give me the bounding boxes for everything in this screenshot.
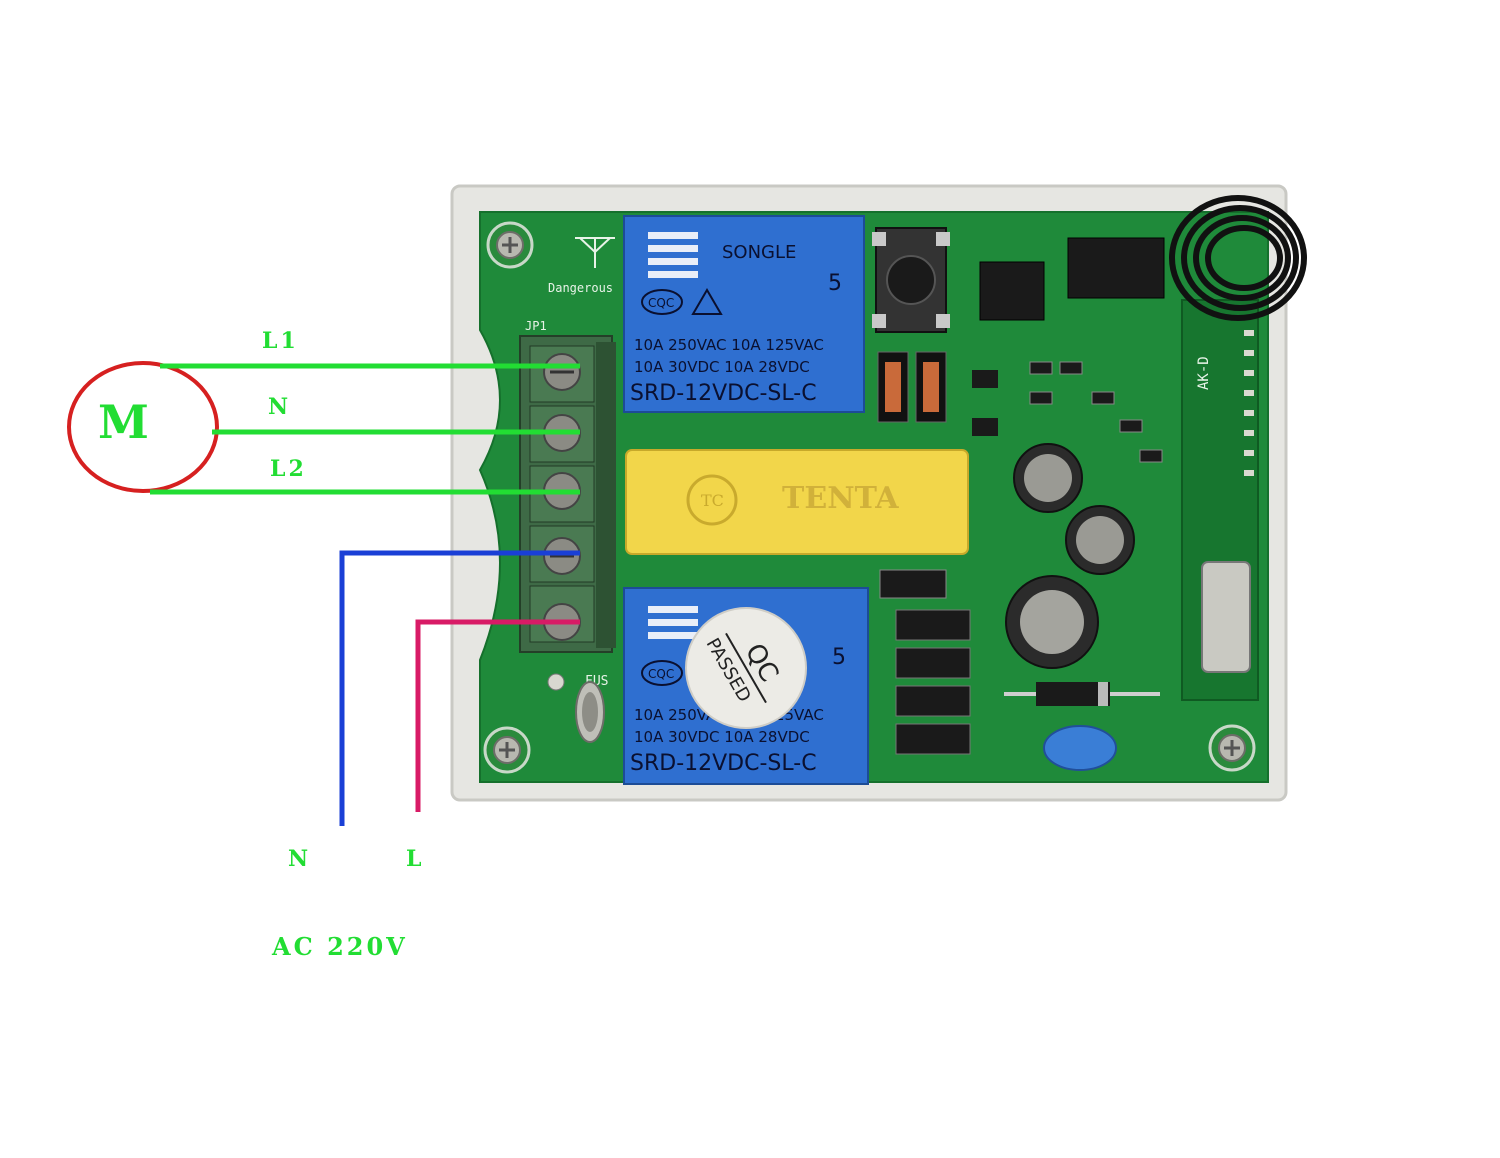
antenna-silk-text: Dangerous [548, 281, 613, 295]
motor-circle [67, 361, 219, 493]
relay-top: SONGLE CQC 5 10A 250VAC 10A 125VAC 10A 3… [623, 215, 865, 413]
relay-top-model: SRD-12VDC-SL-C [630, 381, 817, 406]
supply-voltage-label: AC 220V [271, 932, 408, 961]
push-button [872, 227, 950, 333]
relay-bottom-rating-2: 10A 30VDC 10A 28VDC [634, 728, 810, 746]
capacitor-logo: TC [701, 491, 724, 510]
antenna-coil [1169, 195, 1307, 321]
antenna-symbol [575, 237, 615, 268]
ic-chip-decoder [1067, 237, 1165, 299]
wire-l2-label: L2 [270, 456, 307, 482]
supply-neutral-label: N [288, 846, 311, 872]
rf-module-label: AK-D [1196, 356, 1212, 390]
relay-top-rating-2: 10A 30VDC 10A 28VDC [634, 358, 810, 376]
capacitor-brand: TENTA [782, 481, 899, 516]
motor-label: M [98, 395, 149, 449]
smd-inductor [879, 569, 947, 599]
relay-bottom-number: 5 [832, 645, 846, 670]
wire-neutral-supply [339, 550, 580, 826]
diodes [877, 351, 947, 423]
terminal-block-side [596, 342, 616, 648]
mounting-screw-br [1208, 724, 1256, 772]
relay-top-cert: CQC [648, 296, 674, 310]
relay-bottom-model: SRD-12VDC-SL-C [630, 751, 817, 776]
supply-line-label: L [406, 846, 424, 872]
relay-top-number: 5 [828, 271, 842, 296]
relay-top-brand: SONGLE [722, 242, 796, 263]
electrolytic-capacitors [1005, 443, 1135, 669]
transistors [972, 370, 998, 436]
songle-logo [648, 232, 698, 278]
wire-l1-label: L1 [262, 328, 299, 354]
rf-module: AK-D [1181, 299, 1259, 701]
ceramic-capacitor [1043, 725, 1117, 771]
relay-top-rating-1: 10A 250VAC 10A 125VAC [634, 336, 824, 354]
relay-bottom-cert: CQC [648, 667, 674, 681]
ic-chip-small [979, 261, 1045, 321]
wire-line-supply [415, 619, 580, 812]
terminal-screw-1 [529, 345, 595, 403]
fuse [547, 673, 605, 743]
terminal-screw-5 [529, 585, 595, 643]
mounting-screw-bl [483, 726, 531, 774]
relay-top-triangle [691, 288, 723, 315]
x2-capacitor: TC TENTA [625, 449, 969, 555]
qc-sticker: QC PASSED [685, 607, 807, 729]
header-label: JP1 [525, 319, 547, 333]
wire-n-label: N [268, 394, 291, 420]
rectifier-diodes [895, 609, 971, 755]
smd-resistors [1029, 361, 1163, 463]
axial-diode [1004, 682, 1160, 706]
mounting-screw-tl [486, 221, 534, 269]
